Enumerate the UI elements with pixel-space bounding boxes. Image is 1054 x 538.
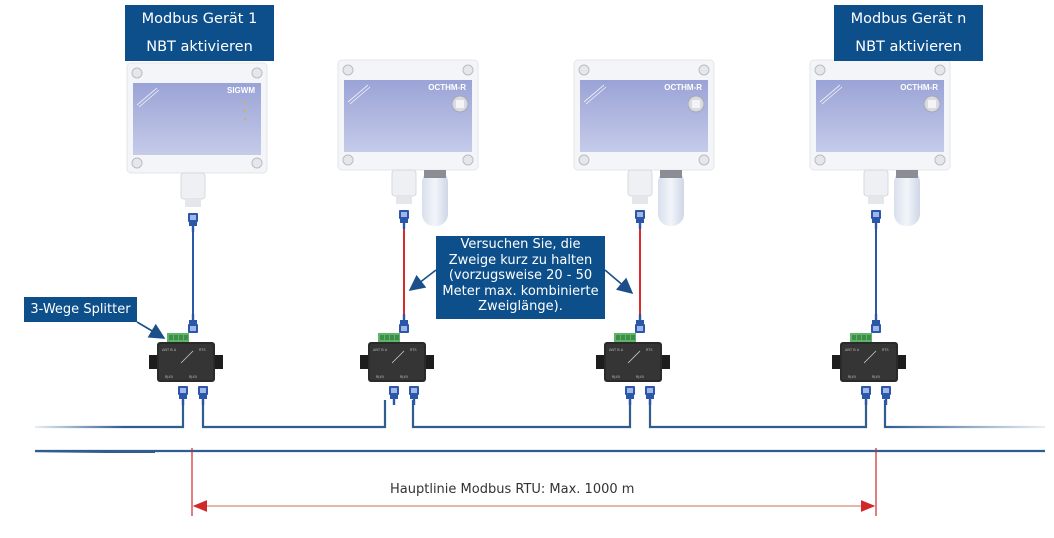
humidity-sensor-device: OCTHM-R (337, 59, 479, 171)
splitter-3-way (595, 332, 671, 383)
gas-sensor-device: SIGWM (126, 62, 268, 174)
device-n-action: NBT aktivieren (855, 39, 962, 55)
humidity-probe (894, 170, 920, 226)
screw-icon (342, 154, 354, 166)
splitter-3-way (359, 332, 435, 383)
main-line-label: Hauptlinie Modbus RTU: Max. 1000 m (390, 482, 635, 497)
branch-note-line: (vorzugsweise 20 - 50 (448, 268, 593, 283)
screw-icon (698, 154, 710, 166)
screw-icon (934, 154, 946, 166)
screw-icon (934, 64, 946, 76)
main-line-dimension (191, 448, 877, 516)
device-model-label: OCTHM-R (900, 83, 938, 92)
device-n-label: Modbus Gerät n NBT aktivieren (834, 5, 983, 61)
rj45-connector-icon (409, 386, 419, 405)
rj45-connector-icon (881, 386, 891, 405)
rj45-connector-icon (188, 213, 198, 232)
branch-length-note: Versuchen Sie, die Zweige kurz zu halten… (436, 236, 605, 319)
branch-note-line: Meter max. kombinierte (442, 283, 599, 299)
screw-icon (342, 64, 354, 76)
bus-line-upper (35, 400, 1045, 429)
screw-icon (462, 154, 474, 166)
splitter-3-way (831, 332, 907, 383)
rj45-connector-icon (635, 210, 645, 229)
rj45-connector-icon (645, 386, 655, 405)
device-model-label: SIGWM (227, 86, 255, 95)
branch-note-pointer-right (604, 269, 634, 295)
screw-icon (131, 157, 143, 169)
rj45-connector-icon (861, 386, 871, 405)
screw-icon (814, 154, 826, 166)
device-column: OCTHM-R (809, 59, 951, 405)
device-column: OCTHM-R (337, 59, 479, 405)
device-1-name: Modbus Gerät 1 (141, 11, 258, 27)
device-column: OCTHM-R (573, 59, 715, 405)
screw-icon (251, 157, 263, 169)
screw-icon (131, 67, 143, 79)
device-column: SIGWM (126, 62, 268, 405)
humidity-sensor-device: OCTHM-R (573, 59, 715, 171)
device-n-name: Modbus Gerät n (850, 11, 967, 27)
splitter-pointer-arrow (136, 321, 166, 339)
screw-icon (251, 67, 263, 79)
device-model-label: OCTHM-R (428, 83, 466, 92)
device-1-label: Modbus Gerät 1 NBT aktivieren (125, 5, 274, 61)
screw-icon (578, 154, 590, 166)
splitter-3-way (148, 332, 224, 383)
device-1-action: NBT aktivieren (146, 39, 253, 55)
rj45-connector-icon (389, 386, 399, 405)
rj45-connector-icon (198, 386, 208, 405)
splitter-label: 3-Wege Splitter (24, 297, 137, 322)
rj45-connector-icon (871, 210, 881, 229)
humidity-sensor-device: OCTHM-R (809, 59, 951, 171)
humidity-probe (422, 170, 448, 226)
rj45-connector-icon (635, 314, 645, 333)
rj45-connector-icon (188, 314, 198, 333)
screw-icon (814, 64, 826, 76)
screw-icon (698, 64, 710, 76)
screw-icon (578, 64, 590, 76)
branch-note-pointer-left (408, 269, 437, 291)
device-model-label: OCTHM-R (664, 83, 702, 92)
branch-note-line: Versuchen Sie, die (460, 237, 581, 252)
screw-icon (462, 64, 474, 76)
rj45-connector-icon (399, 210, 409, 229)
rj45-connector-icon (625, 386, 635, 405)
humidity-probe (658, 170, 684, 226)
branch-note-line: Zweige kurz zu halten (448, 252, 593, 268)
rj45-connector-icon (399, 314, 409, 333)
rj45-connector-icon (178, 386, 188, 405)
branch-note-line: Zweiglänge). (478, 299, 563, 314)
rj45-connector-icon (871, 314, 881, 333)
